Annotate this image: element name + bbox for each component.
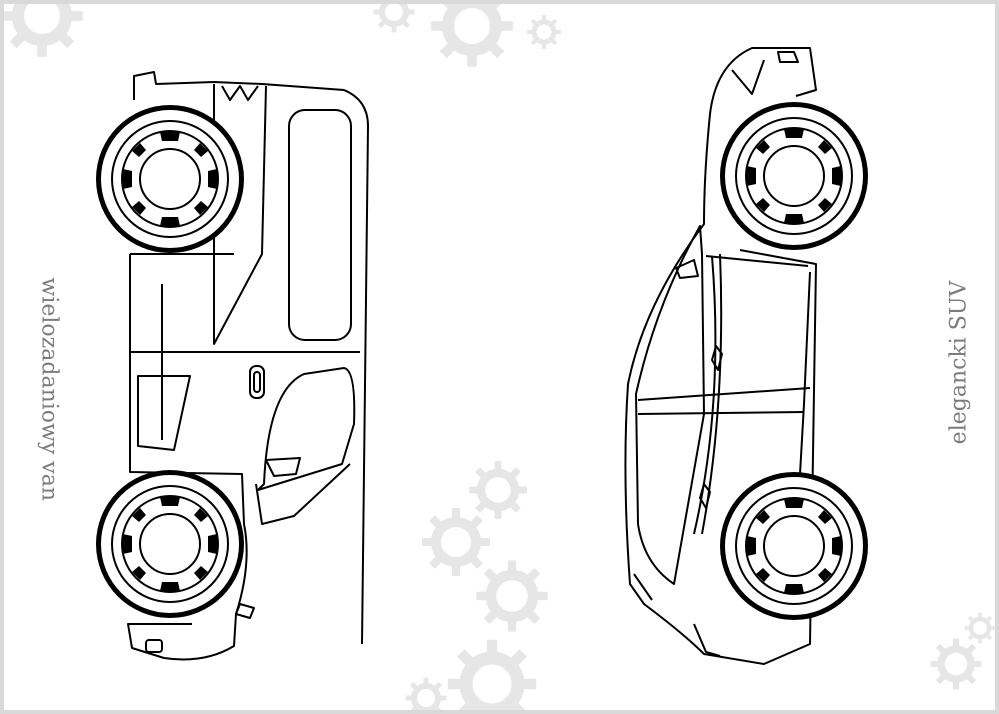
suv-front-wheel [719, 101, 869, 251]
van-front-wheel [95, 104, 245, 254]
artwork [4, 4, 999, 714]
gear-decoration-top-center [374, 4, 561, 67]
van-drawing [127, 71, 369, 661]
van-rear-wheel [95, 469, 245, 619]
suv-drawing [624, 47, 817, 665]
van-caption: wielozadaniowy van [36, 277, 62, 502]
suv-rear-wheel [719, 471, 869, 621]
gear-decoration-bottom-center [406, 461, 548, 714]
gear-decoration-top-left [4, 4, 83, 57]
gear-decoration-bottom-right [931, 613, 996, 690]
suv-caption: elegancki SUV [946, 280, 972, 445]
